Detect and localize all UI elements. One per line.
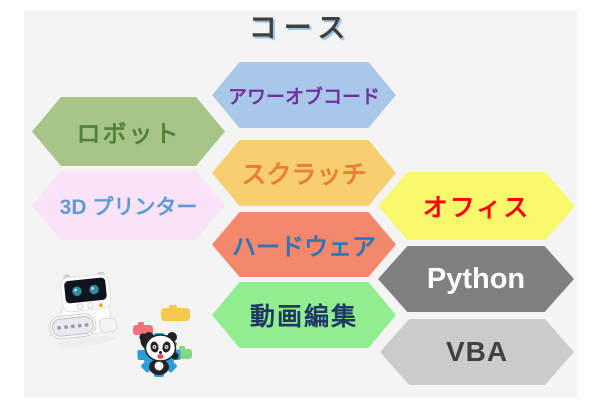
- course-hex-3d-printer: 3D プリンター: [32, 171, 225, 240]
- course-hex-office: オフィス: [378, 172, 575, 240]
- course-label-robot: ロボット: [76, 121, 181, 148]
- course-label-office: オフィス: [422, 194, 531, 222]
- panda-mascot-image: [133, 305, 192, 377]
- course-hex-hour-of-code: アワーオブコード: [212, 62, 396, 128]
- course-label-3d-printer: 3D プリンター: [59, 195, 198, 219]
- course-label-video-editing: 動画編集: [249, 303, 358, 331]
- course-hex-robot: ロボット: [32, 97, 225, 166]
- course-label-hour-of-code: アワーオブコード: [227, 86, 380, 108]
- page-title: コース: [248, 12, 353, 43]
- course-hex-python: Python: [378, 246, 574, 312]
- course-label-scratch: スクラッチ: [241, 161, 367, 189]
- course-hex-scratch: スクラッチ: [212, 140, 396, 206]
- course-label-vba: VBA: [445, 336, 509, 367]
- course-hex-vba: VBA: [380, 319, 574, 385]
- panda-character: [139, 332, 179, 375]
- course-label-hardware: ハードウェア: [232, 234, 376, 261]
- course-hex-hardware: ハードウェア: [212, 212, 396, 277]
- course-label-python: Python: [426, 262, 526, 295]
- robot-image: [49, 272, 118, 347]
- course-hex-video-editing: 動画編集: [212, 282, 396, 348]
